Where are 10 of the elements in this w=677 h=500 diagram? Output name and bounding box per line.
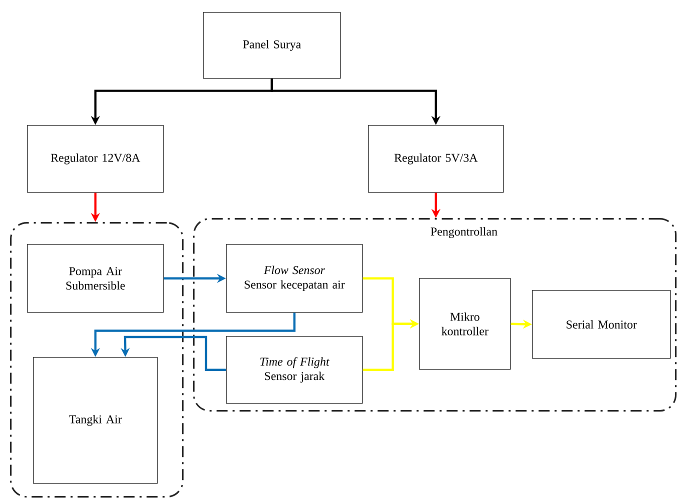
process-box: Flow Sensor Sensor kecepatan air [226, 244, 363, 313]
group-frame [10, 222, 184, 498]
process-box: Panel Surya [203, 12, 341, 79]
process-box: Time of Flight Sensor jarak [226, 336, 363, 404]
process-box: Regulator 12V/8A [27, 125, 164, 193]
process-box: Mikro kontroller [419, 278, 511, 370]
process-box: Serial Monitor [532, 290, 671, 359]
process-box: Tangki Air [33, 356, 158, 484]
process-box: Pompa Air Submersible [27, 244, 164, 313]
process-box: Regulator 5V/3A [368, 125, 504, 193]
